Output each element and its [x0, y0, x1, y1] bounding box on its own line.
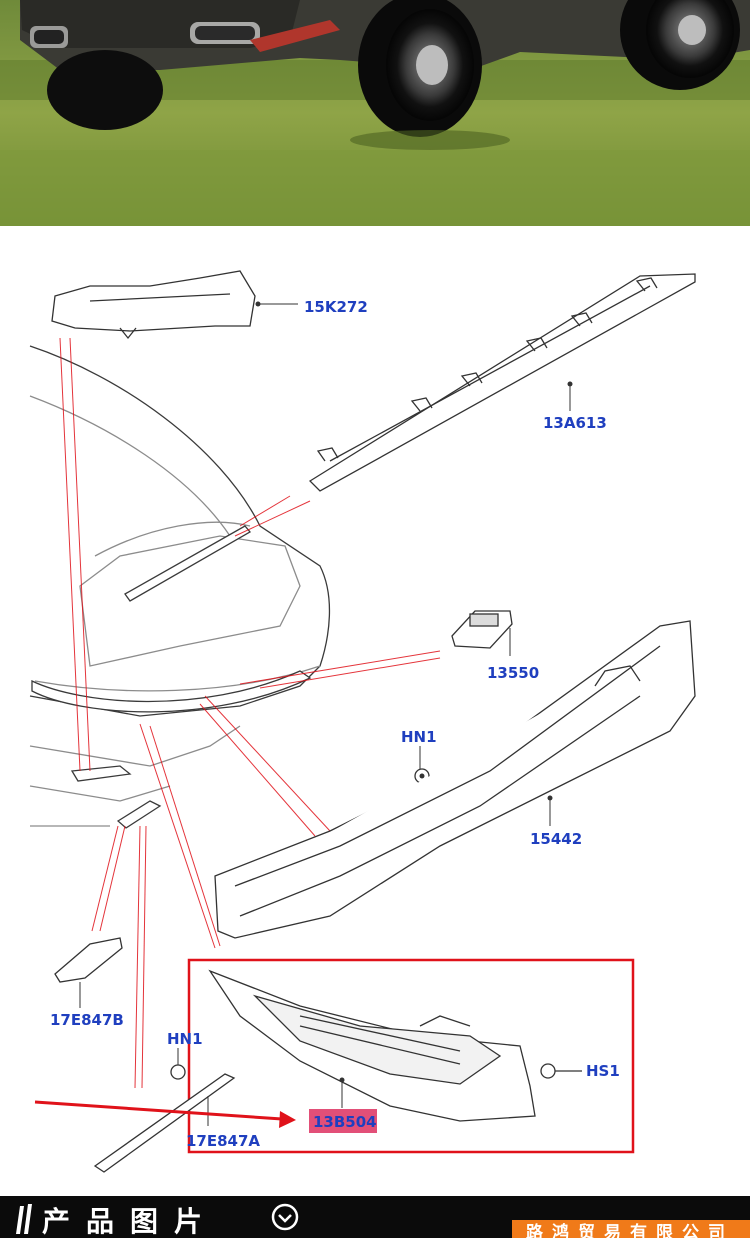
red-arrow	[34, 1100, 296, 1128]
label-13550: 13550	[487, 664, 539, 682]
part-HN1-bottom-shape	[170, 1064, 186, 1080]
label-17E847A: 17E847A	[186, 1132, 260, 1150]
label-13B504-box	[309, 1109, 377, 1133]
vehicle-photo-art	[0, 0, 750, 226]
parts-diagram-art: 15K272 13A613 13550 HN1 15442 17E847B HN…	[29, 270, 696, 1173]
part-13550-shape	[451, 610, 513, 649]
part-17E847B-shape	[54, 937, 123, 983]
label-17E847B: 17E847B	[50, 1011, 124, 1029]
part-17E847A-shape	[93, 1073, 236, 1173]
footer-company: 路鸿贸易有限公司	[512, 1220, 750, 1238]
label-15442: 15442	[530, 830, 582, 848]
slash-bars-icon	[16, 1204, 32, 1234]
label-HN1-top: HN1	[401, 728, 437, 746]
parts-diagram: 15K272 13A613 13550 HN1 15442 17E847B HN…	[0, 226, 750, 1196]
chevron-down-circle-icon	[271, 1203, 299, 1231]
part-13B504-shape	[208, 969, 536, 1122]
label-15K272: 15K272	[304, 298, 368, 316]
part-HS1-shape	[540, 1063, 556, 1079]
label-13A613: 13A613	[543, 414, 607, 432]
part-15K272-shape	[51, 270, 256, 340]
vehicle-photo	[0, 0, 750, 226]
footer-title: 产品图片	[42, 1205, 219, 1238]
footer-banner: 产品图片 路鸿贸易有限公司	[0, 1196, 750, 1238]
part-15442-shape	[214, 620, 696, 939]
highlight-frame	[187, 958, 635, 1154]
part-13A613-shape	[308, 273, 696, 492]
label-13B504: 13B504	[313, 1113, 377, 1131]
car-outline	[29, 345, 331, 717]
label-HN1-bottom: HN1	[167, 1030, 203, 1048]
label-HS1: HS1	[586, 1062, 620, 1080]
